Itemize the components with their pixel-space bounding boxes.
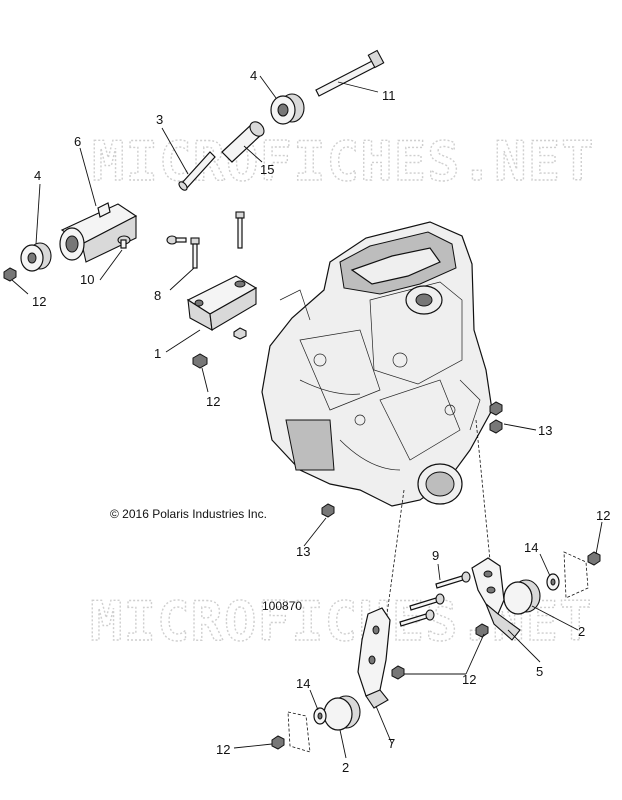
part-15-sleeve — [221, 121, 265, 163]
callout-1: 1 — [154, 346, 161, 361]
part-12-nuts-lower — [391, 623, 489, 680]
copyright-notice: © 2016 Polaris Industries Inc. — [110, 507, 267, 521]
callout-14-left: 14 — [296, 676, 310, 691]
callout-6: 6 — [74, 134, 81, 149]
part-11-bolt — [315, 49, 385, 97]
callout-5: 5 — [536, 664, 543, 679]
callout-9: 9 — [432, 548, 439, 563]
part-6-mount — [59, 202, 138, 263]
dashed-line-right — [475, 419, 491, 561]
part-2-mount-right — [503, 579, 541, 615]
part-1-bracket — [186, 275, 258, 340]
part-10-screw — [117, 235, 131, 249]
callout-15: 15 — [260, 162, 274, 177]
callout-12-left: 12 — [32, 294, 46, 309]
part-13-nuts — [321, 401, 503, 518]
part-12-nut-right — [587, 551, 601, 566]
callout-12-right: 12 — [596, 508, 610, 523]
callout-7: 7 — [388, 736, 395, 751]
part-2-mount-left — [323, 695, 361, 731]
part-12-nut-lower-left — [271, 735, 285, 750]
callout-12-lower-left: 12 — [216, 742, 230, 757]
callout-12-lower: 12 — [462, 672, 476, 687]
callout-11: 11 — [382, 88, 396, 103]
callout-2-right: 2 — [578, 624, 585, 639]
leader-lines — [11, 75, 603, 759]
callout-4-left: 4 — [34, 168, 41, 183]
callout-10: 10 — [80, 272, 94, 287]
callout-13-right: 13 — [538, 423, 552, 438]
part-3-rod — [178, 151, 216, 191]
part-12-nut-left — [3, 267, 17, 282]
part-12-nut-center — [192, 353, 208, 369]
part-4-bushing-left — [20, 242, 52, 272]
callout-2-left: 2 — [342, 760, 349, 775]
part-9-bolts — [399, 571, 471, 627]
part-8-bolts — [166, 211, 245, 269]
dashed-line-left — [377, 489, 405, 681]
engine-assembly — [261, 221, 493, 507]
watermark-top: MICROFICHES.NET — [92, 130, 595, 193]
callout-13-left: 13 — [296, 544, 310, 559]
callout-12-center: 12 — [206, 394, 220, 409]
part-5-bracket — [471, 557, 521, 641]
figure-number: 100870 — [262, 599, 302, 613]
part-7-bracket — [357, 607, 391, 709]
callout-4-top: 4 — [250, 68, 257, 83]
plate-outline-right — [563, 551, 589, 599]
part-4-bushing-top — [270, 93, 305, 125]
callout-8: 8 — [154, 288, 161, 303]
part-14-washer-left — [313, 707, 327, 725]
callout-3: 3 — [156, 112, 163, 127]
part-14-washer-right — [546, 573, 560, 591]
callout-14-right: 14 — [524, 540, 538, 555]
plate-outline-left — [287, 711, 311, 753]
